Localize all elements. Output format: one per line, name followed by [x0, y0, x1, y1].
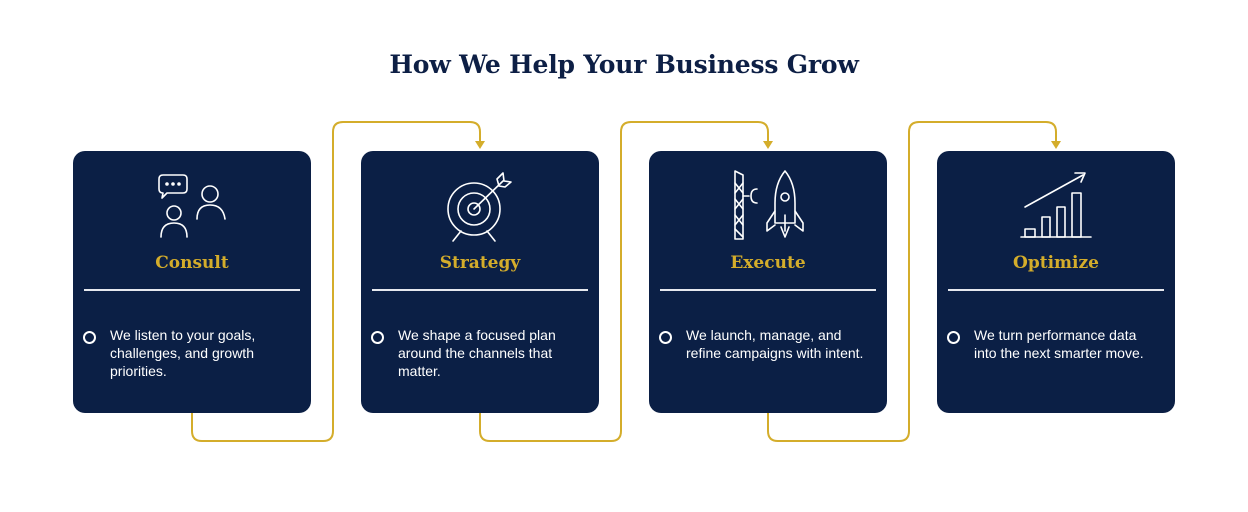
growth-chart-icon: [1017, 169, 1095, 243]
divider: [660, 289, 876, 291]
page-title: How We Help Your Business Grow: [389, 50, 859, 79]
bullet-circle-icon: [83, 331, 96, 344]
rocket-launch-icon: [729, 169, 807, 243]
connector-consult-to-strategy: [191, 121, 481, 442]
step-title: Strategy: [439, 253, 521, 273]
step-title: Consult: [155, 253, 229, 273]
bullet-circle-icon: [947, 331, 960, 344]
step-description: We shape a focused plan around the chann…: [398, 327, 556, 379]
target-arrow-icon: [441, 169, 519, 243]
step-card-consult: Consult We listen to your goals, challen…: [73, 151, 311, 413]
step-card-optimize: Optimize We turn performance data into t…: [937, 151, 1175, 413]
consultation-people-icon: [153, 169, 231, 243]
divider: [84, 289, 300, 291]
step-description: We turn performance data into the next s…: [974, 327, 1144, 361]
step-title: Optimize: [1013, 253, 1099, 273]
bullet-circle-icon: [659, 331, 672, 344]
step-description: We listen to your goals, challenges, and…: [110, 327, 256, 379]
arrowhead-down: [763, 141, 773, 149]
step-title: Execute: [730, 253, 806, 273]
divider: [948, 289, 1164, 291]
arrowhead-down: [1051, 141, 1061, 149]
arrowhead-down: [475, 141, 485, 149]
connector-execute-to-optimize: [767, 121, 1057, 442]
bullet-circle-icon: [371, 331, 384, 344]
step-description: We launch, manage, and refine campaigns …: [686, 327, 864, 361]
divider: [372, 289, 588, 291]
connector-strategy-to-execute: [479, 121, 769, 442]
step-card-strategy: Strategy We shape a focused plan around …: [361, 151, 599, 413]
step-card-execute: Execute We launch, manage, and refine ca…: [649, 151, 887, 413]
